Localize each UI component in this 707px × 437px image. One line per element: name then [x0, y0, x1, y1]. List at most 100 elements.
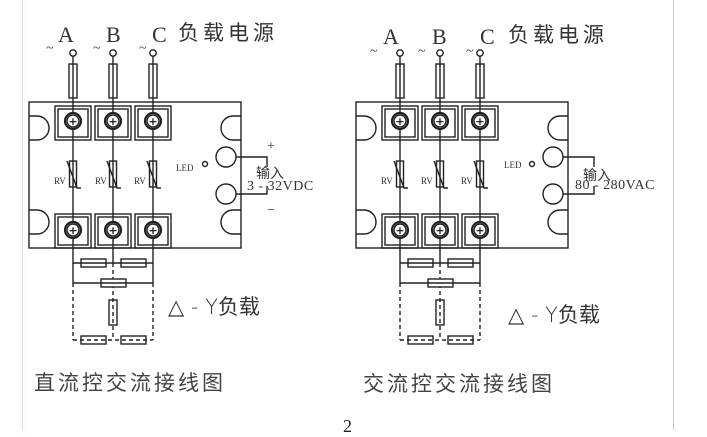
- screw-plus-icon: +: [395, 224, 404, 237]
- screw-plus-icon: +: [108, 115, 117, 128]
- input-terminal-outer: [542, 183, 564, 205]
- varistor-label-a: RV: [54, 176, 66, 186]
- varistor-slash: [146, 160, 161, 189]
- input-terminal-outer: [215, 183, 237, 205]
- screw-head: [106, 114, 120, 128]
- dc-control-caption: 直流控交流接线图: [34, 371, 226, 395]
- screw-head: [146, 114, 160, 128]
- phase-label-b: B: [106, 22, 121, 47]
- screw-head: [393, 114, 407, 128]
- screw-head: [473, 114, 487, 128]
- screw-plus-icon: +: [68, 115, 77, 128]
- dc-control-diagram: ++++++ A B C ~ ~ ~ 负载电源 + − 输入 3 - 32VDC…: [28, 21, 314, 345]
- phase-label-b: B: [432, 24, 447, 49]
- varistor-slash: [393, 160, 408, 189]
- terminal-housing-inner: [424, 108, 456, 138]
- mounting-slot-left: [29, 209, 50, 235]
- input-lead-negative: [563, 186, 595, 195]
- terminal-housing: [461, 105, 499, 141]
- module-body: [355, 101, 569, 249]
- screw-plus-icon: +: [395, 115, 404, 128]
- supply-terminal: [476, 49, 484, 57]
- varistor-slash: [106, 160, 121, 189]
- terminal-housing: [94, 105, 132, 141]
- varistor-slash: [473, 160, 488, 189]
- terminal-housing: [421, 105, 459, 141]
- led-label: LED: [176, 163, 194, 173]
- terminal-housing-inner: [424, 216, 456, 246]
- mounting-slot-right: [547, 115, 568, 141]
- ac-symbol-b: ~: [418, 44, 426, 59]
- mounting-slot-right: [547, 209, 568, 235]
- screw-head: [473, 223, 487, 237]
- screw-head: [433, 114, 447, 128]
- input-lead-positive: [563, 156, 595, 167]
- phase-label-a: A: [383, 24, 399, 49]
- mounting-slot-left: [356, 115, 377, 141]
- ac-symbol-c: ~: [139, 41, 147, 56]
- screw-head: [146, 223, 160, 237]
- terminal-housing-inner: [137, 216, 169, 246]
- input-terminal-outer: [542, 146, 564, 168]
- screw-plus-icon: +: [148, 115, 157, 128]
- terminal-housing-inner: [57, 108, 89, 138]
- terminal-housing-inner: [384, 108, 416, 138]
- supply-terminal: [149, 49, 157, 57]
- terminal-housing-inner: [464, 108, 496, 138]
- terminal-housing-inner: [137, 108, 169, 138]
- ac-symbol-a: ~: [46, 41, 54, 56]
- screw-plus-icon: +: [475, 224, 484, 237]
- phase-label-c: C: [480, 24, 495, 49]
- mounting-slot-left: [29, 115, 50, 141]
- load-type-label: △ - Y负载: [508, 303, 600, 327]
- terminal-housing: [381, 105, 419, 141]
- screw-head: [433, 223, 447, 237]
- screw-plus-icon: +: [435, 115, 444, 128]
- input-minus-label: −: [267, 203, 275, 218]
- ac-control-caption: 交流控交流接线图: [363, 372, 555, 396]
- terminal-housing-inner: [97, 216, 129, 246]
- varistor-label-c: RV: [461, 176, 473, 186]
- load-source-label: 负载电源: [178, 21, 278, 45]
- terminal-housing-inner: [97, 108, 129, 138]
- phase-label-a: A: [58, 22, 74, 47]
- right-margin-line: [673, 0, 674, 430]
- terminal-housing: [54, 105, 92, 141]
- screw-head: [66, 114, 80, 128]
- input-lead-negative: [236, 186, 268, 195]
- screw-plus-icon: +: [148, 224, 157, 237]
- supply-terminal: [109, 49, 117, 57]
- led-label: LED: [504, 160, 522, 170]
- supply-terminal: [396, 49, 404, 57]
- mounting-slot-right: [220, 115, 241, 141]
- input-label: 输入: [583, 168, 611, 184]
- screw-plus-icon: +: [68, 224, 77, 237]
- input-label: 输入: [256, 166, 284, 182]
- screw-plus-icon: +: [475, 115, 484, 128]
- input-plus-label: +: [267, 139, 275, 154]
- input-lead-positive: [236, 156, 268, 167]
- module-body: [28, 101, 242, 249]
- mounting-slot-left: [356, 209, 377, 235]
- supply-terminal: [436, 49, 444, 57]
- left-margin-line: [22, 0, 23, 430]
- ac-symbol-b: ~: [93, 41, 101, 56]
- screw-plus-icon: +: [435, 224, 444, 237]
- screw-plus-icon: +: [108, 224, 117, 237]
- terminal-housing-inner: [57, 216, 89, 246]
- page-number: 2: [343, 416, 352, 436]
- led-indicator: [201, 160, 209, 168]
- varistor-label-b: RV: [95, 176, 107, 186]
- input-range-label: 3 - 32VDC: [247, 179, 314, 194]
- ac-symbol-a: ~: [370, 44, 378, 59]
- varistor-label-c: RV: [134, 176, 146, 186]
- load-type-label: △ - Y负载: [168, 295, 260, 319]
- terminal-housing-inner: [384, 216, 416, 246]
- screw-head: [106, 223, 120, 237]
- varistor-slash: [66, 160, 81, 189]
- varistor-label-b: RV: [421, 176, 433, 186]
- terminal-housing: [134, 105, 172, 141]
- ac-control-diagram: ++++++ A B C ~ ~ ~ 负载电源 输入 80 - 280VAC L…: [355, 23, 654, 345]
- load-source-label: 负载电源: [508, 23, 608, 47]
